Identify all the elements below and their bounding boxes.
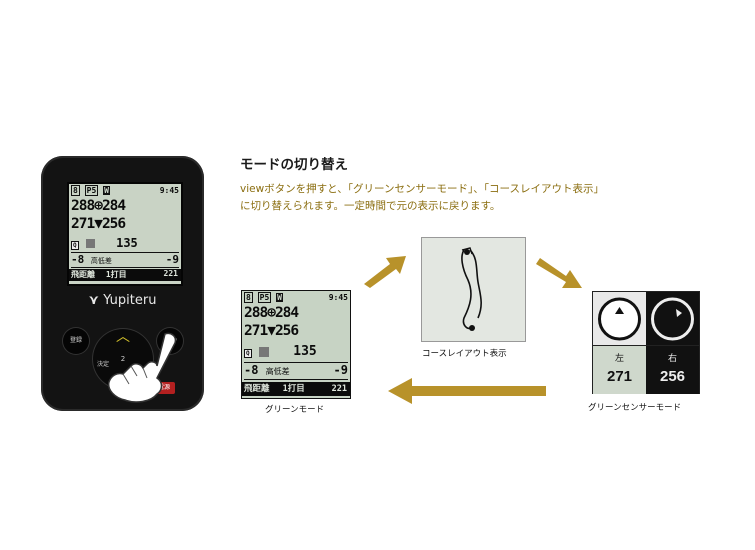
- sensor-right-readout: 右 256: [646, 345, 699, 394]
- marker-label: Q: [244, 349, 252, 358]
- distance-front: 288: [71, 198, 95, 214]
- dpad-center-label: 2: [120, 355, 126, 363]
- distance-left: 271: [71, 216, 95, 232]
- brand-logo: ⋎ Yupiteru: [41, 293, 204, 308]
- center-distance: 135: [293, 344, 317, 359]
- green-sensor-screen: 左 271 右 256: [592, 291, 700, 394]
- height-right: -9: [333, 363, 348, 377]
- green-row-3: Q 135: [244, 344, 348, 360]
- description-line-1: viewボタンを押すと、「グリーンセンサーモード」、「コースレイアウト表示」: [240, 183, 604, 195]
- description-line-2: に切り替えられます。一定時間で元の表示に戻ります。: [240, 200, 501, 212]
- height-label: 高低差: [90, 257, 112, 265]
- status-icon-wind: W: [103, 186, 110, 195]
- sensor-right-panel: [646, 292, 699, 345]
- green-mode-screen: 8 P5 W 9:45 288⊕284 271▼256 Q 135 -8 高低差…: [241, 290, 351, 399]
- status-icon-battery: 8: [244, 292, 253, 303]
- distance-back: 284: [274, 305, 299, 321]
- left-distance: 271: [606, 368, 633, 385]
- center-distance: 135: [116, 236, 138, 250]
- device-row-3: Q 135: [71, 236, 179, 251]
- shot-hole: 1打目: [105, 270, 127, 279]
- sensor-left-panel: [593, 292, 646, 345]
- status-icon-par: P5: [257, 292, 272, 303]
- height-label: 高低差: [265, 367, 290, 376]
- arrow-down-right-icon: [536, 258, 582, 288]
- device-row-1: 288⊕284: [71, 198, 179, 214]
- green-mode-caption: グリーンモード: [265, 405, 325, 415]
- left-green-circle-icon: [598, 297, 641, 341]
- pin-down-icon: ▼: [267, 323, 276, 339]
- height-right: -9: [165, 253, 179, 266]
- right-green-circle-icon: [651, 297, 694, 341]
- y-logo-icon: ⋎: [88, 293, 100, 308]
- distance-left: 271: [244, 323, 268, 339]
- status-icon-wind: W: [276, 293, 283, 302]
- arrow-up-right-icon: [364, 256, 406, 288]
- height-left: -8: [244, 363, 259, 377]
- left-label: 左: [614, 354, 624, 364]
- distance-right: 256: [274, 323, 299, 339]
- sensor-left-readout: 左 271: [593, 345, 646, 394]
- crosshair-icon: ⊕: [94, 198, 103, 214]
- distance-back: 284: [101, 198, 126, 214]
- device-shot-bar: 飛距離 1打目 221: [69, 269, 181, 281]
- gps-device: 8 P5 W 9:45 288⊕284 271▼256 Q 135 -8 高低差…: [41, 156, 204, 411]
- green-shot-bar: 飛距離 1打目 221: [242, 382, 350, 396]
- course-layout-caption: コースレイアウト表示: [422, 349, 507, 359]
- arrow-left-icon: [388, 378, 546, 404]
- height-left: -8: [71, 253, 85, 266]
- crosshair-icon: ⊕: [267, 305, 276, 321]
- clock: 9:45: [159, 186, 179, 195]
- marker-label: Q: [71, 241, 79, 250]
- green-status-row: 8 P5 W 9:45: [244, 292, 348, 304]
- section-heading: モードの切り替え: [240, 157, 348, 173]
- course-layout-screen: [421, 237, 526, 342]
- distance-front: 288: [244, 305, 268, 321]
- device-row-2: 271▼256: [71, 216, 179, 232]
- right-distance: 256: [659, 368, 686, 385]
- chevron-up-icon[interactable]: ︿: [116, 329, 130, 345]
- device-row-4: -8 高低差 -9: [71, 252, 179, 268]
- green-marker-icon: [259, 346, 270, 357]
- shot-label: 飛距離: [244, 384, 270, 394]
- right-label: 右: [667, 354, 677, 364]
- pin-down-icon: ▼: [94, 216, 103, 232]
- register-button[interactable]: 登録: [63, 328, 89, 354]
- dpad-left-label: 決定: [97, 361, 110, 368]
- brand-name: Yupiteru: [103, 293, 157, 308]
- hole-layout-icon: [461, 247, 482, 331]
- clock: 9:45: [328, 293, 348, 302]
- device-lcd-screen: 8 P5 W 9:45 288⊕284 271▼256 Q 135 -8 高低差…: [67, 182, 183, 286]
- status-icon-par: P5: [84, 185, 99, 196]
- shot-hole: 1打目: [282, 384, 305, 394]
- device-status-row: 8 P5 W 9:45: [71, 185, 179, 197]
- green-row-4: -8 高低差 -9: [244, 362, 348, 380]
- green-row-1: 288⊕284: [244, 305, 348, 321]
- green-row-2: 271▼256: [244, 323, 348, 339]
- shot-value: 221: [163, 269, 178, 278]
- green-marker-icon: [85, 239, 95, 248]
- green-sensor-caption: グリーンセンサーモード: [588, 403, 682, 413]
- status-icon-battery: 8: [71, 185, 80, 196]
- shot-value: 221: [331, 384, 347, 394]
- distance-right: 256: [101, 216, 126, 232]
- hand-pointer-icon: [107, 332, 177, 403]
- shot-label: 飛距離: [71, 270, 95, 279]
